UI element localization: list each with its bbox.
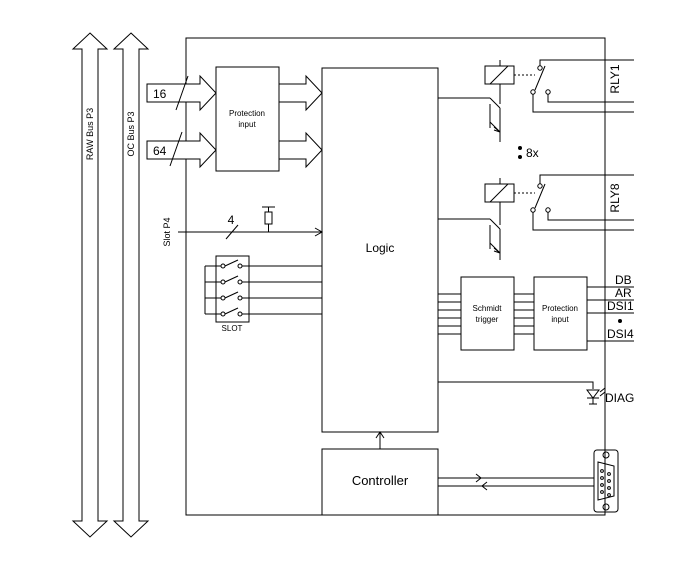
controller-to-logic-arrow [375, 431, 385, 449]
protection-right-line2: input [551, 315, 569, 324]
db9-connector [593, 449, 619, 513]
slot-bus-line: 4 [178, 206, 324, 240]
protection-input-right [533, 276, 588, 351]
oc-bus-arrow: OC Bus P3 [112, 32, 150, 538]
logic-label: Logic [366, 241, 395, 255]
raw-bus-label: RAW Bus P3 [85, 108, 95, 160]
bus-64-arrow: 64 [146, 131, 217, 169]
schmidt-line1: Schmidt [473, 304, 503, 313]
protection-input-left [215, 66, 280, 172]
signal-db: DB [615, 273, 632, 287]
diag-led [438, 381, 606, 405]
slot-switch-label: SLOT [222, 324, 243, 333]
schmidt-line2: trigger [476, 315, 499, 324]
signal-diag: DIAG [605, 391, 634, 405]
relay-count: 8x [518, 146, 539, 160]
protection-left-line1: Protection [229, 109, 265, 118]
slot-dip-switch: SLOT [204, 255, 322, 333]
raw-bus-arrow: RAW Bus P3 [71, 32, 109, 538]
signal-ar: AR [615, 286, 632, 300]
protection-to-logic-arrows [278, 74, 323, 169]
protection-right-line1: Protection [542, 304, 578, 313]
bus-64-label: 64 [153, 144, 167, 158]
dip-switch-contacts [220, 259, 243, 317]
relay-1-label: RLY1 [608, 64, 622, 93]
serial-link [438, 473, 594, 491]
relay-8-circuit: RLY8 [438, 174, 634, 260]
relay-count-label: 8x [526, 146, 539, 160]
signal-ellipsis-dot [618, 319, 622, 323]
controller-block [321, 448, 439, 516]
schmidt-trigger-block [460, 276, 515, 351]
signal-dsi4: DSI4 [607, 327, 634, 341]
relay-8-label: RLY8 [608, 183, 622, 212]
protection-left-line2: input [238, 120, 256, 129]
bus-16-arrow: 16 [146, 74, 217, 112]
pullup-resistor [264, 211, 273, 225]
signal-dsi1: DSI1 [607, 299, 634, 313]
slot-bus-label: 4 [228, 213, 235, 227]
input-wires [438, 286, 634, 342]
relay-1-circuit: RLY1 [438, 59, 634, 142]
controller-label: Controller [352, 473, 409, 488]
bus-16-label: 16 [153, 87, 167, 101]
oc-bus-label: OC Bus P3 [126, 111, 136, 156]
slot-port-label: Slot P4 [162, 217, 172, 246]
